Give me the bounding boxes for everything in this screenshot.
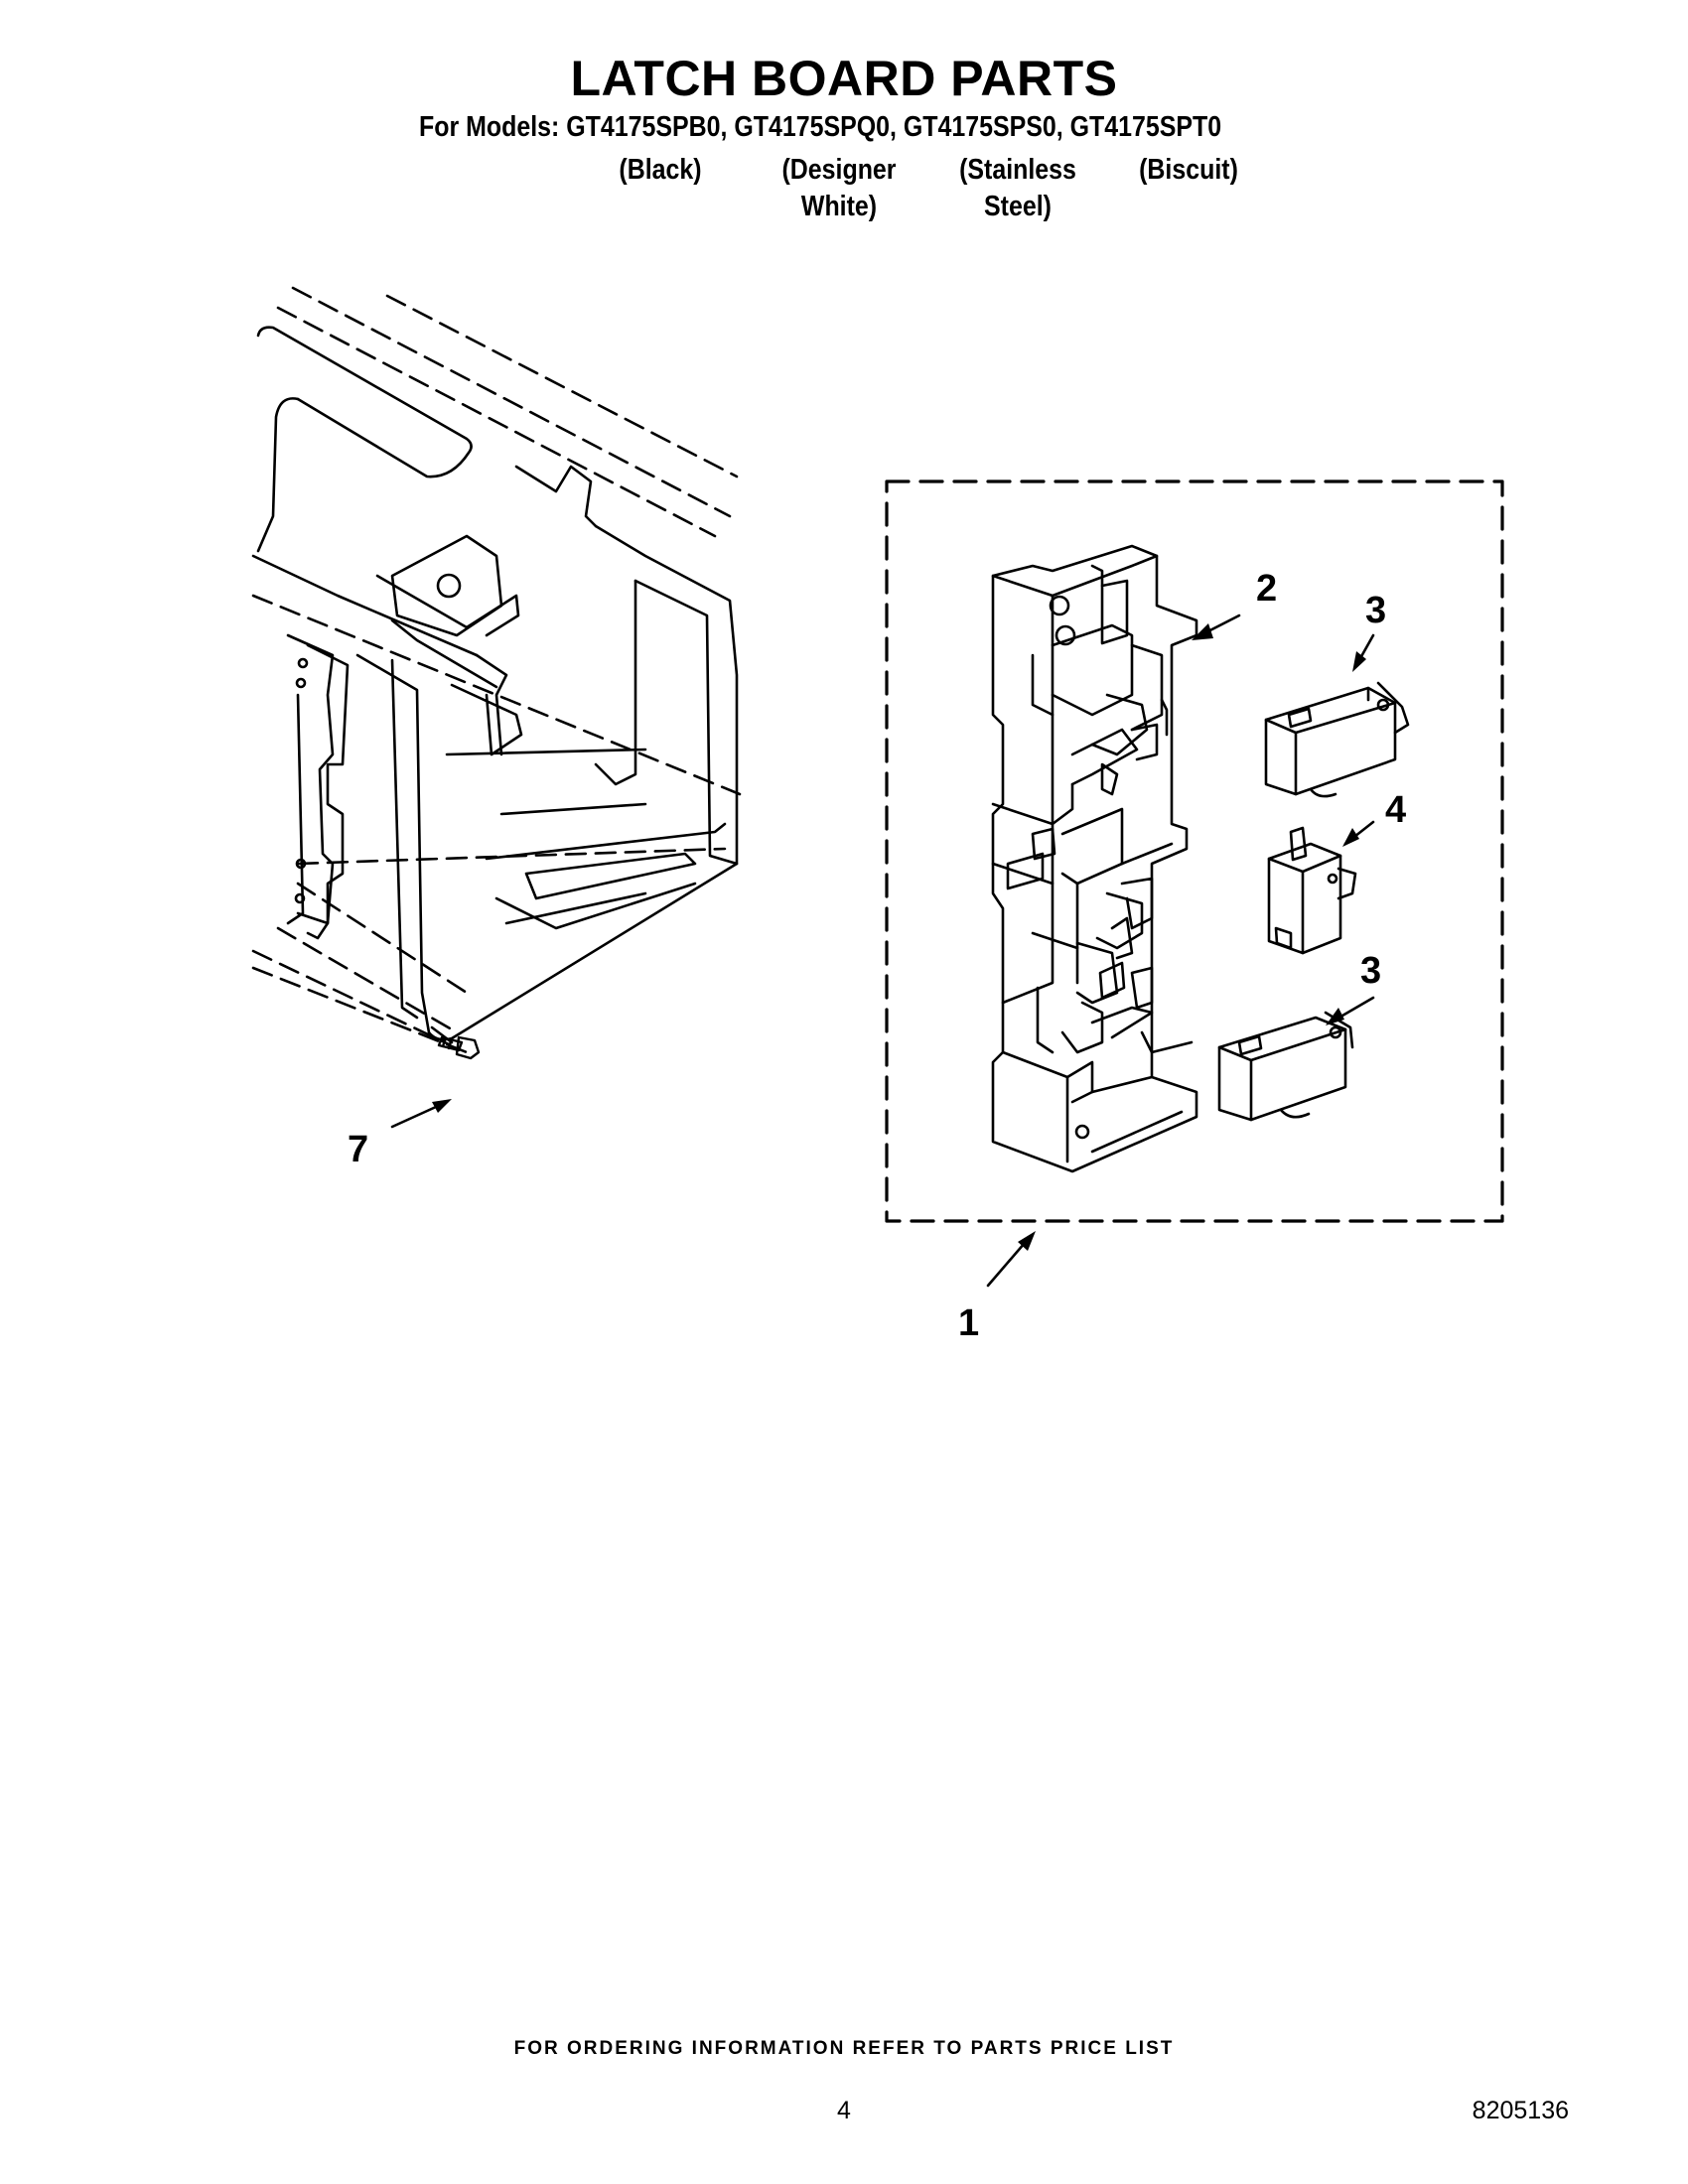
latch-board-part-2 [991,544,1198,1173]
variant-label-line1: (Designer [781,154,897,186]
switch-part-3-top [1264,681,1410,798]
page-title: LATCH BOARD PARTS [570,51,1118,106]
variant-label-line2: Steel) [984,191,1052,222]
arrowheads [432,623,1366,1251]
callout-2: 2 [1256,568,1277,610]
callout-1: 1 [958,1302,979,1344]
variant-label-line1: (Stainless [959,154,1076,186]
callout-3-top: 3 [1365,590,1386,631]
variant-stainless-steel: (Stainless Steel) [954,152,1082,225]
callout-4: 4 [1385,789,1406,831]
leader-arrows [390,614,1375,1288]
variant-label-line1: (Biscuit) [1139,154,1238,186]
variant-designer-white: (Designer White) [779,152,899,225]
variant-black: (Black) [614,152,708,189]
assembly-box-part-1 [885,479,1504,1223]
switch-part-3-bottom [1217,1011,1354,1122]
callout-3-bottom: 3 [1360,950,1381,992]
variant-label-line2: White) [800,191,878,222]
ordering-note: FOR ORDERING INFORMATION REFER TO PARTS … [513,2038,1175,2059]
models-line: For Models: GT4175SPB0, GT4175SPQ0, GT41… [419,111,1222,143]
screw-part-7 [437,1035,481,1060]
page-number: 4 [837,2097,851,2124]
callout-7: 7 [348,1129,368,1170]
switch-part-4 [1267,826,1357,955]
document-number: 8205136 [1472,2097,1569,2124]
variant-biscuit: (Biscuit) [1133,152,1244,189]
microwave-cavity-drawing [251,286,742,1054]
variant-label-line1: (Black) [619,154,702,186]
